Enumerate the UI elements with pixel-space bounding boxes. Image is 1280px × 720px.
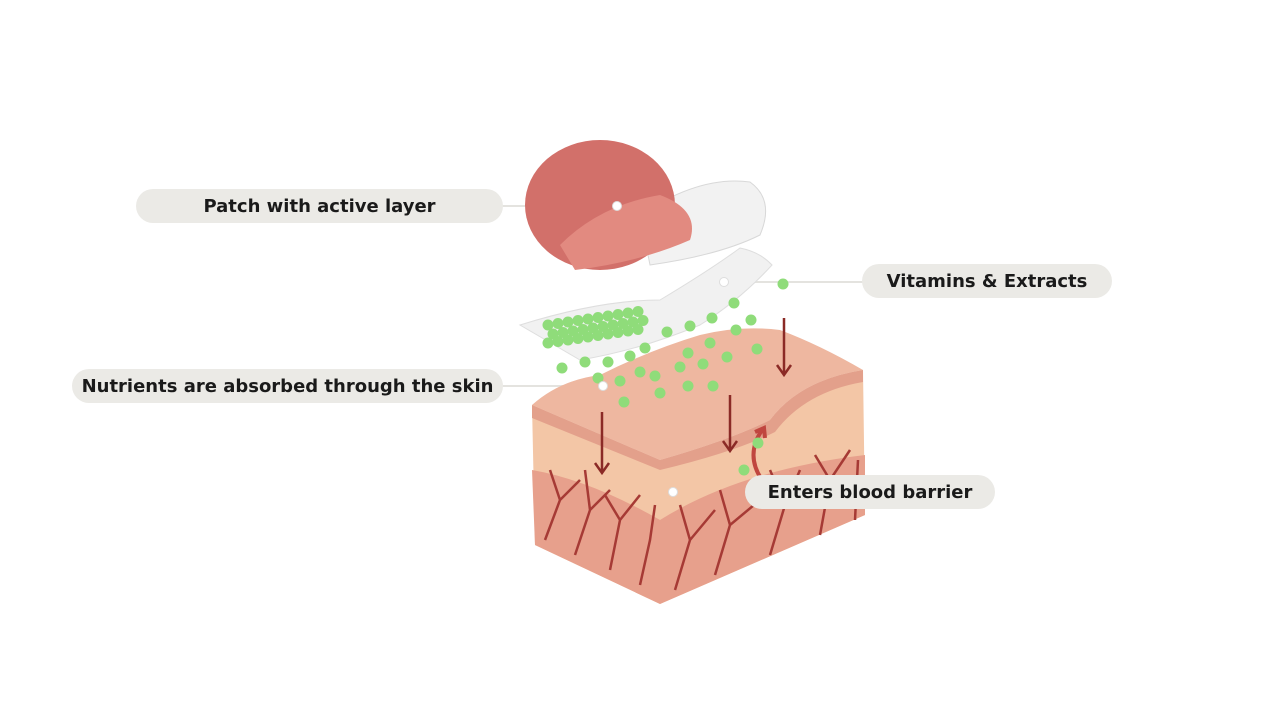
nutrient-particle <box>542 319 554 331</box>
nutrient-particle <box>752 437 764 449</box>
patch <box>525 140 767 270</box>
anchor-dots <box>598 201 729 497</box>
nutrient-particle <box>674 361 686 373</box>
label-nutrients: Nutrients are absorbed through the skin <box>72 369 503 403</box>
nutrient-particle <box>777 278 789 290</box>
nutrient-particle <box>649 370 661 382</box>
nutrient-particle <box>572 333 584 344</box>
nutrient-particle <box>572 315 584 326</box>
nutrient-particle <box>579 356 591 368</box>
nutrient-particle <box>661 326 673 338</box>
nutrient-particle <box>682 380 694 392</box>
nutrient-particle <box>552 336 564 347</box>
nutrient-particle <box>602 310 614 322</box>
label-patch: Patch with active layer <box>136 189 503 223</box>
nutrient-particle <box>592 330 604 341</box>
nutrient-particle <box>682 347 694 359</box>
nutrient-particles <box>542 278 789 476</box>
nutrient-particle <box>730 324 742 336</box>
nutrient-particle <box>618 396 630 408</box>
nutrient-particle <box>552 318 564 329</box>
nutrient-particle <box>738 464 750 476</box>
nutrient-particle <box>556 362 568 374</box>
nutrient-particle <box>562 334 574 346</box>
nutrient-particle <box>684 320 696 332</box>
nutrient-particle <box>728 297 740 309</box>
nutrient-particle <box>632 306 644 317</box>
nutrient-particle <box>622 307 634 319</box>
nutrient-particle <box>706 312 718 324</box>
skin-top-face <box>532 328 863 460</box>
nutrient-particle <box>582 331 594 343</box>
nutrient-particle <box>562 316 574 328</box>
label-blood-barrier: Enters blood barrier <box>745 475 995 509</box>
nutrient-particle <box>614 375 626 387</box>
nutrient-particle <box>622 325 634 337</box>
nutrient-particle <box>542 337 554 349</box>
nutrient-particle <box>639 342 651 354</box>
nutrient-particle <box>592 372 604 384</box>
nutrient-particle <box>612 327 624 338</box>
nutrient-particle <box>751 343 763 355</box>
nutrient-particle <box>602 328 614 340</box>
nutrient-particle <box>654 387 666 399</box>
nutrient-particle <box>634 366 646 378</box>
nutrient-particle <box>745 314 757 326</box>
nutrient-particle <box>721 351 733 363</box>
nutrient-particle <box>582 313 594 325</box>
nutrient-particle <box>697 358 709 370</box>
label-vitamins: Vitamins & Extracts <box>862 264 1112 298</box>
nutrient-particle <box>707 380 719 392</box>
nutrient-particle <box>612 309 624 320</box>
nutrient-particle <box>704 337 716 349</box>
nutrient-particle <box>637 315 649 326</box>
nutrient-particle <box>602 356 614 368</box>
nutrient-particle <box>592 312 604 323</box>
nutrient-particle <box>624 350 636 362</box>
nutrient-particle <box>632 324 644 335</box>
